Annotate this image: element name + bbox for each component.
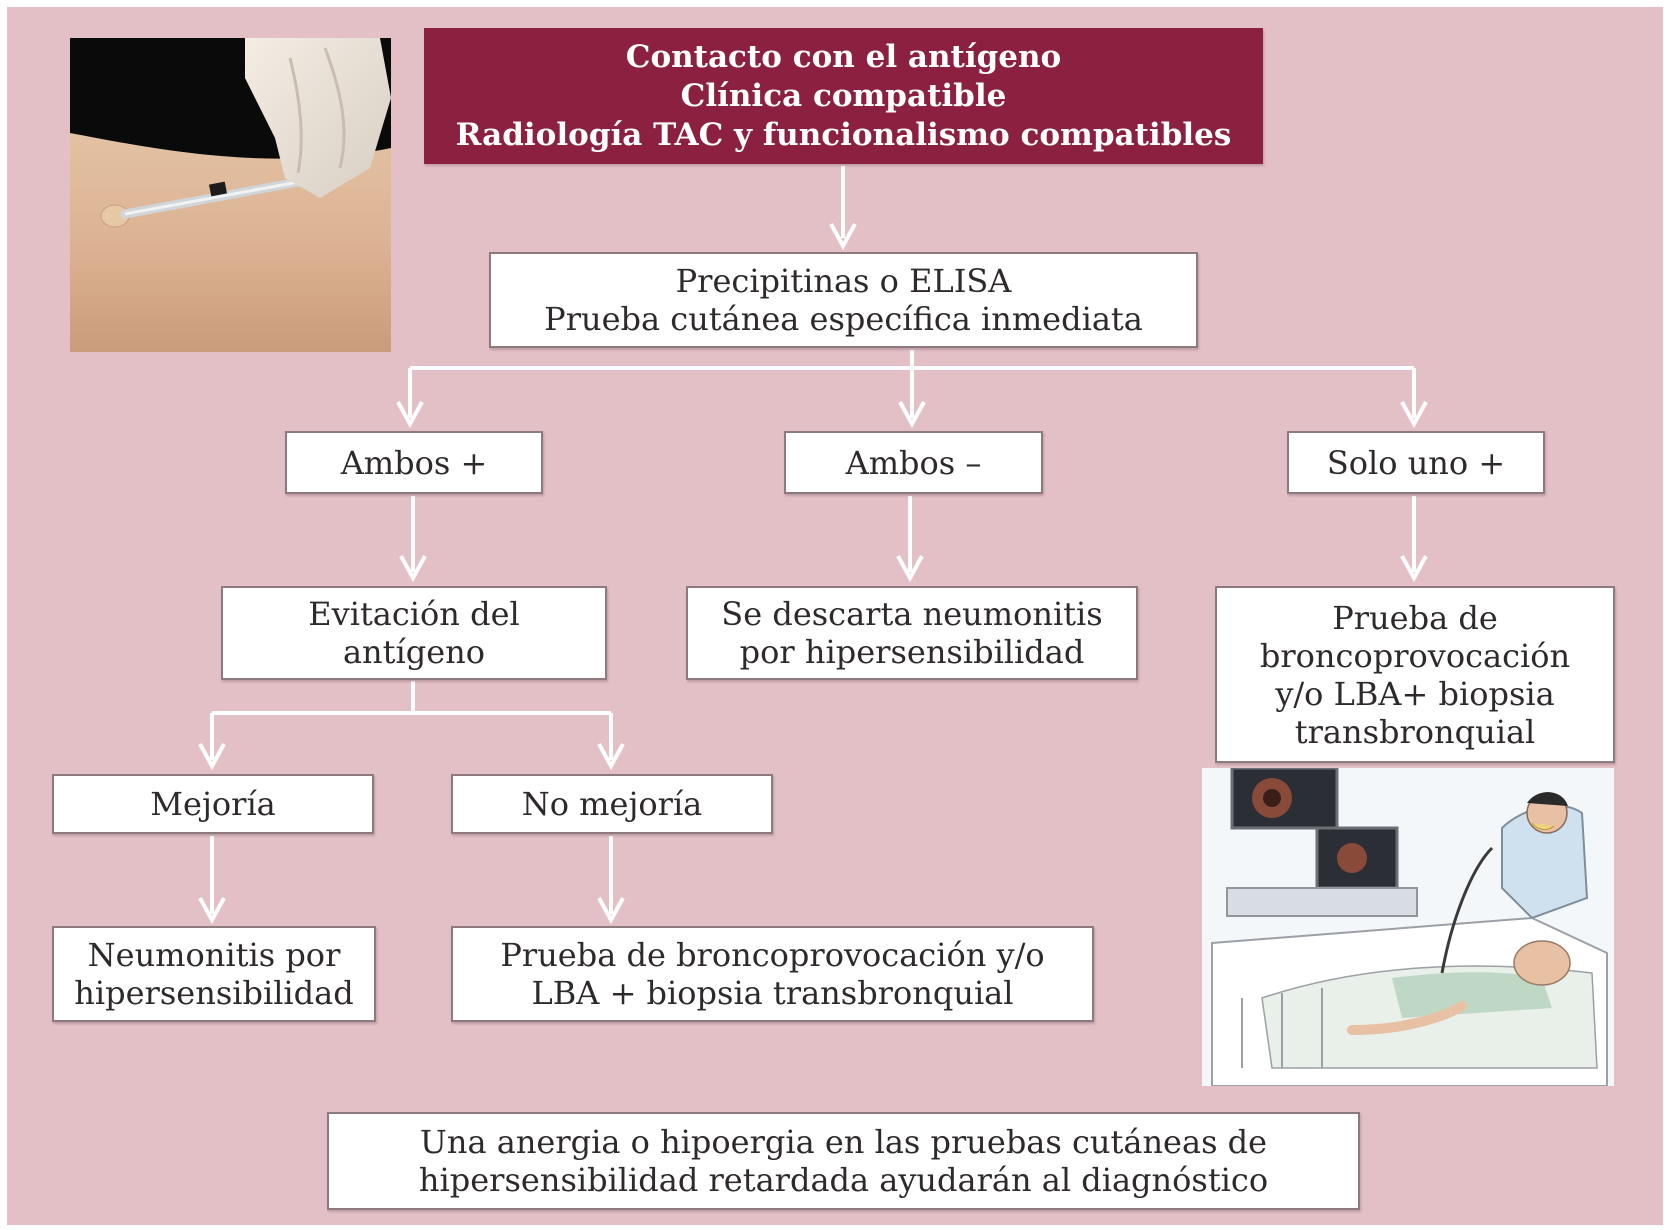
discard-line-1: Se descarta neumonitis [721,595,1103,633]
both-positive-box: Ambos + [285,431,543,494]
provocation-right-line-2: broncoprovocación [1259,636,1571,675]
exposure-line-1: Contacto con el antígeno [625,38,1062,75]
only-one-positive-box: Solo uno + [1287,431,1545,494]
discard-box: Se descarta neumonitis por hipersensibil… [686,586,1138,680]
footer-line-2: hipersensibilidad retardada ayudarán al … [418,1161,1269,1199]
skin-test-photo [70,38,391,352]
diagnosis-box: Neumonitis por hipersensibilidad [52,926,376,1022]
improvement-label: Mejoría [150,785,276,823]
exposure-criteria-box: Contacto con el antígeno Clínica compati… [424,28,1263,164]
diagnosis-line-1: Neumonitis por [87,936,341,974]
only-one-positive-label: Solo uno + [1326,443,1506,482]
no-improvement-label: No mejoría [521,785,703,823]
exposure-line-3: Radiología TAC y funcionalismo compatibl… [455,116,1232,153]
avoidance-line-2: antígeno [342,633,486,671]
provocation-box-bottom: Prueba de broncoprovocación y/o LBA + bi… [451,926,1094,1022]
provocation-box-right: Prueba de broncoprovocación y/o LBA+ bio… [1215,586,1615,763]
tests-box: Precipitinas o ELISA Prueba cutánea espe… [489,252,1198,348]
antigen-avoidance-box: Evitación del antígeno [221,586,607,680]
arrowhead [829,223,857,251]
provocation-right-line-1: Prueba de [1332,598,1498,637]
tests-line-1: Precipitinas o ELISA [675,262,1012,300]
diagnosis-line-2: hipersensibilidad [74,974,354,1012]
footer-line-1: Una anergia o hipoergia en las pruebas c… [419,1123,1268,1161]
discard-line-2: por hipersensibilidad [739,633,1085,671]
provocation-bottom-line-2: LBA + biopsia transbronquial [531,974,1014,1012]
both-positive-label: Ambos + [340,443,488,482]
avoidance-line-1: Evitación del [308,595,520,633]
provocation-right-line-4: transbronquial [1294,712,1536,751]
no-improvement-box: No mejoría [451,774,773,834]
improvement-box: Mejoría [52,774,374,834]
provocation-right-line-3: y/o LBA+ biopsia [1275,674,1555,713]
footer-note-box: Una anergia o hipoergia en las pruebas c… [327,1112,1360,1210]
both-negative-box: Ambos – [784,431,1043,494]
tests-line-2: Prueba cutánea específica inmediata [544,300,1143,338]
provocation-bottom-line-1: Prueba de broncoprovocación y/o [500,936,1045,974]
both-negative-label: Ambos – [845,443,982,482]
bronchoscopy-illustration [1202,768,1614,1086]
exposure-line-2: Clínica compatible [680,77,1007,114]
